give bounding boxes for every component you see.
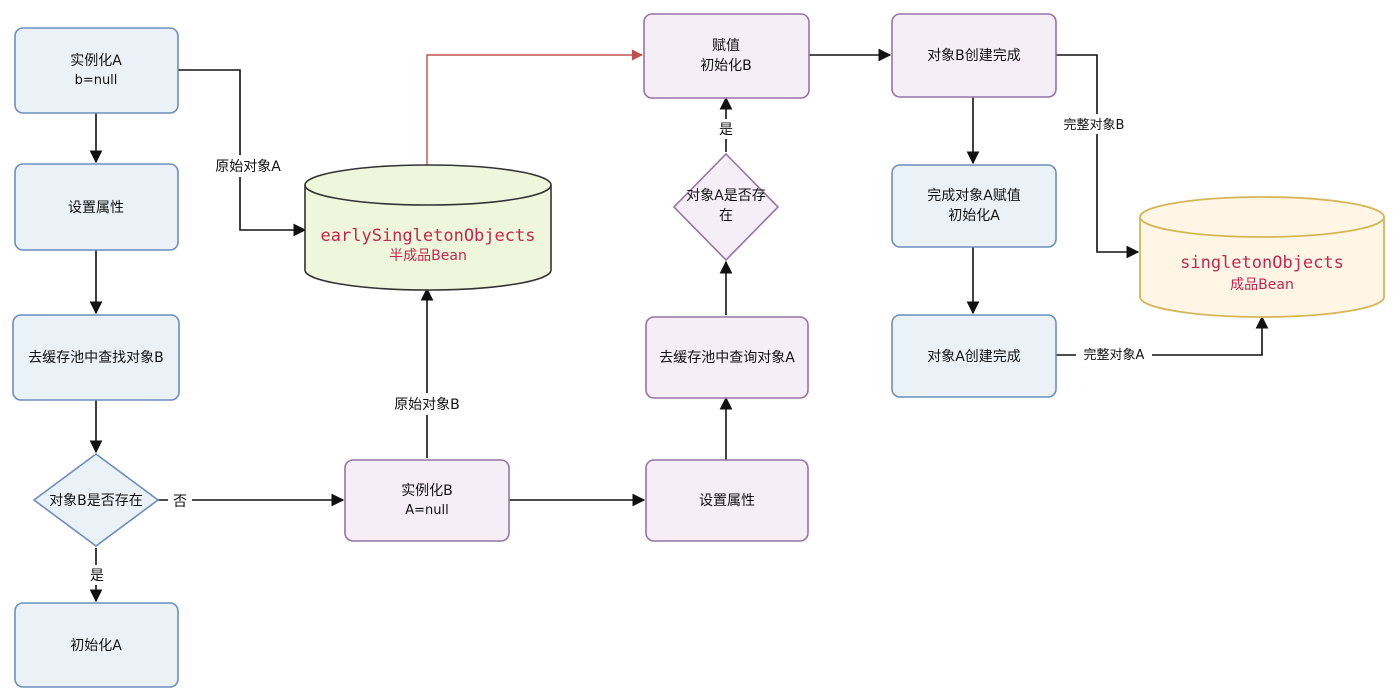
svg-text:完成对象A赋值: 完成对象A赋值 [927, 188, 1021, 204]
node-assign-init-a[interactable]: 完成对象A赋值 初始化A [891, 164, 1057, 248]
edge-label-yes-top: 是 [719, 122, 733, 138]
edge-label-yes-bottom: 是 [90, 568, 104, 584]
node-find-b-in-cache[interactable]: 去缓存池中查找对象B [12, 314, 180, 401]
node-init-a[interactable]: 初始化A [14, 602, 179, 688]
svg-text:去缓存池中查询对象A: 去缓存池中查询对象A [659, 350, 795, 366]
svg-text:earlySingletonObjects: earlySingletonObjects [321, 226, 536, 246]
svg-text:A=null: A=null [405, 503, 449, 518]
svg-text:初始化A: 初始化A [948, 207, 1000, 224]
svg-text:实例化B: 实例化B [401, 483, 453, 499]
svg-text:实例化A: 实例化A [70, 53, 122, 69]
svg-text:设置属性: 设置属性 [699, 493, 755, 509]
node-instantiate-b[interactable]: 实例化B A=null [344, 459, 510, 542]
svg-text:半成品Bean: 半成品Bean [389, 248, 467, 264]
svg-text:在: 在 [719, 208, 733, 224]
svg-text:对象B创建完成: 对象B创建完成 [927, 48, 1021, 64]
node-instantiate-a[interactable]: 实例化A b=null [14, 27, 179, 114]
node-singleton-objects[interactable]: singletonObjects 成品Bean [1139, 196, 1385, 318]
edge-label-complete-a: 完整对象A [1084, 348, 1145, 363]
node-set-props-b[interactable]: 设置属性 [645, 459, 809, 542]
edge-early-to-assign-b [426, 49, 644, 165]
edges [89, 48, 1269, 603]
edge-label-no: 否 [173, 494, 187, 510]
node-early-singleton-objects[interactable]: earlySingletonObjects 半成品Bean [304, 164, 552, 291]
node-a-created[interactable]: 对象A创建完成 [891, 314, 1057, 398]
svg-text:b=null: b=null [75, 73, 118, 88]
edge-label-complete-b: 完整对象B [1064, 118, 1125, 133]
svg-text:去缓存池中查找对象B: 去缓存池中查找对象B [28, 350, 164, 366]
edge-label-raw-a: 原始对象A [215, 159, 281, 175]
svg-text:对象A是否存: 对象A是否存 [686, 188, 766, 204]
node-set-props-a[interactable]: 设置属性 [14, 163, 179, 251]
node-a-exists-decision[interactable]: 对象A是否存 在 [672, 152, 780, 262]
svg-text:对象A创建完成: 对象A创建完成 [927, 349, 1021, 365]
node-b-created[interactable]: 对象B创建完成 [891, 13, 1057, 98]
svg-text:初始化B: 初始化B [700, 57, 752, 74]
node-query-a-in-cache[interactable]: 去缓存池中查询对象A [645, 316, 809, 399]
node-b-exists-decision[interactable]: 对象B是否存在 [32, 453, 160, 547]
svg-text:设置属性: 设置属性 [68, 200, 124, 216]
edge-label-raw-b: 原始对象B [394, 397, 460, 413]
svg-text:初始化A: 初始化A [70, 637, 122, 654]
svg-text:成品Bean: 成品Bean [1230, 277, 1294, 293]
svg-text:对象B是否存在: 对象B是否存在 [49, 493, 143, 509]
svg-text:赋值: 赋值 [712, 38, 740, 54]
edge-labels: 原始对象A 否 是 原始对象B 是 完整对象B 完整对象A [86, 114, 1152, 585]
edge-b-created-to-singletons [1056, 54, 1140, 259]
svg-text:singletonObjects: singletonObjects [1180, 253, 1344, 273]
edge-instantiate-a-to-early [178, 69, 307, 237]
node-assign-init-b[interactable]: 赋值 初始化B [643, 13, 810, 99]
